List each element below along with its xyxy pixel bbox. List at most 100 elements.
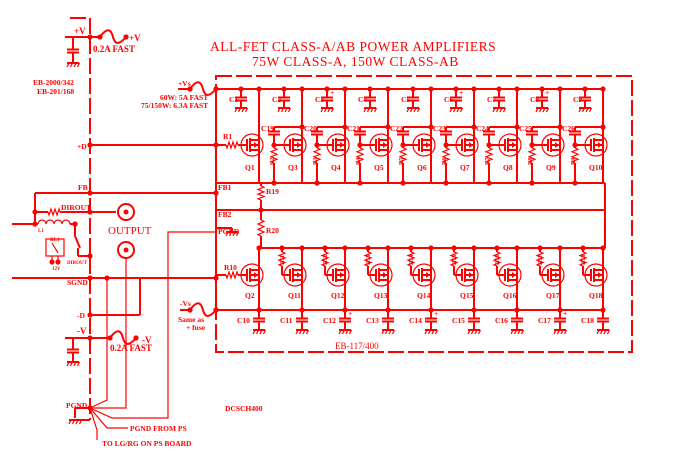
ground-hatch bbox=[556, 329, 561, 335]
junction-dot bbox=[299, 124, 305, 130]
resistor-icon bbox=[269, 147, 279, 164]
capacitor-label: C8 bbox=[530, 95, 539, 104]
top-fuse-rating: 0.2A FAST bbox=[93, 44, 135, 54]
capacitor-plates bbox=[268, 130, 280, 136]
capacitor-icon bbox=[511, 317, 523, 323]
mosfet-leads bbox=[375, 264, 389, 286]
mosfet-icon bbox=[541, 263, 565, 287]
capacitor-icon bbox=[253, 317, 265, 323]
ground-hatch bbox=[71, 419, 76, 425]
capacitor-label: C17 bbox=[538, 316, 551, 325]
ground-hatch bbox=[502, 107, 507, 113]
ground-hatch bbox=[603, 329, 607, 335]
capacitor-icon bbox=[526, 130, 538, 136]
ground-hatch bbox=[287, 107, 292, 113]
wire bbox=[89, 231, 216, 419]
junction-dot bbox=[582, 86, 588, 92]
mosfet-leads bbox=[289, 134, 303, 156]
output-label: OUTPUT bbox=[108, 225, 152, 237]
mosfet-body bbox=[498, 263, 522, 287]
ground-hatch bbox=[370, 107, 374, 113]
inductor-icon bbox=[37, 219, 71, 225]
capacitor-plates bbox=[526, 130, 538, 136]
resistor-label: R6 bbox=[442, 158, 448, 165]
capacitor-icon bbox=[296, 317, 308, 323]
ground-hatch bbox=[262, 329, 267, 335]
capacitor-icon bbox=[493, 96, 505, 102]
capacitor-plates bbox=[450, 96, 462, 102]
capacitor-plates bbox=[440, 130, 452, 136]
plus-d-label: +D bbox=[77, 142, 87, 151]
plus-v-out-label: +V bbox=[129, 33, 141, 43]
mosfet-leads bbox=[246, 134, 260, 156]
ground-hatch bbox=[596, 329, 600, 335]
mosfet-arrow bbox=[383, 142, 387, 148]
ground-icon bbox=[535, 107, 550, 113]
capacitor-plates bbox=[425, 317, 437, 323]
mosfet-arrow bbox=[340, 142, 344, 148]
junction-dot bbox=[324, 86, 330, 92]
ground-hatch bbox=[560, 329, 564, 335]
junction-dot bbox=[299, 86, 305, 92]
transistor-label: Q5 bbox=[374, 163, 384, 172]
mosfet-leads bbox=[547, 264, 561, 286]
resistor-icon bbox=[363, 251, 373, 267]
ground-hatch bbox=[388, 329, 392, 335]
capacitor-icon bbox=[569, 130, 581, 136]
capacitor-plates bbox=[569, 130, 581, 136]
junction-dot bbox=[385, 86, 391, 92]
coupling-capacitor-label: C19 bbox=[261, 124, 274, 133]
resistor-label: R1 bbox=[223, 132, 232, 141]
wire bbox=[89, 278, 108, 409]
junction-dot bbox=[342, 124, 348, 130]
transistor-label: Q3 bbox=[288, 163, 298, 172]
resistor-icon bbox=[398, 147, 408, 164]
r19-label: R19 bbox=[266, 187, 279, 196]
ground-icon bbox=[467, 329, 482, 335]
ground-hatch bbox=[391, 329, 396, 335]
mosfet-icon bbox=[369, 133, 393, 157]
mosfet-arrow bbox=[297, 142, 301, 148]
ground-hatch bbox=[330, 107, 335, 113]
ground-icon bbox=[277, 107, 292, 113]
junction-dot bbox=[87, 142, 93, 148]
resistor-label: R11 bbox=[280, 255, 286, 265]
capacitor-label: C18 bbox=[581, 316, 594, 325]
capacitor-plates bbox=[364, 96, 376, 102]
mosfet-arrow bbox=[512, 272, 516, 278]
ground-icon bbox=[66, 62, 81, 68]
polarized-capacitor-icon: + bbox=[425, 309, 438, 323]
ground-hatch bbox=[327, 107, 331, 113]
fuse-icon bbox=[189, 81, 217, 96]
mosfet-leads bbox=[590, 264, 604, 286]
ground-hatch bbox=[280, 107, 285, 113]
mosfet-leads bbox=[504, 134, 518, 156]
same-note-2: + fuse bbox=[186, 323, 206, 332]
mosfet-arrow bbox=[254, 142, 258, 148]
mosfet-body bbox=[584, 263, 608, 287]
mosfet-icon bbox=[584, 263, 608, 287]
resistor-label: R9 bbox=[571, 158, 577, 165]
output-terminal-icon bbox=[117, 203, 135, 221]
mosfet-arrow bbox=[469, 272, 473, 278]
mosfet-arrow bbox=[426, 272, 430, 278]
ground-hatch bbox=[599, 329, 604, 335]
fuse-note-2: 75/150W: 6.3A FAST bbox=[141, 101, 208, 110]
capacitor-plates bbox=[321, 96, 333, 102]
ground-hatch bbox=[538, 107, 543, 113]
mosfet-leads bbox=[461, 134, 475, 156]
transistor-label: Q7 bbox=[460, 163, 470, 172]
mosfet-body bbox=[498, 133, 522, 157]
resistor-icon bbox=[527, 147, 537, 164]
polarized-capacitor-icon: + bbox=[339, 309, 352, 323]
ground-hatch bbox=[225, 231, 229, 237]
ground-hatch bbox=[520, 329, 525, 335]
ground-hatch bbox=[406, 107, 410, 113]
ground-hatch bbox=[235, 231, 240, 237]
capacitor-plates bbox=[483, 130, 495, 136]
mosfet-body bbox=[369, 133, 393, 157]
resistor-label: R10 bbox=[224, 263, 237, 272]
capacitor-plates bbox=[67, 348, 79, 354]
capacitor-icon bbox=[67, 348, 79, 354]
